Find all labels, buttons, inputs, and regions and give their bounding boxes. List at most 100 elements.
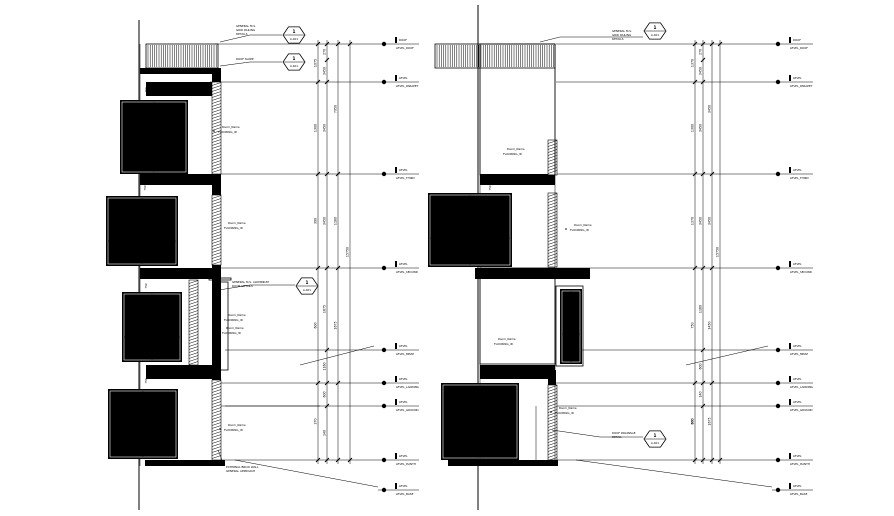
hatch-line — [547, 397, 558, 401]
hatch-line — [547, 394, 558, 398]
hatch-line — [211, 133, 222, 137]
callout-text: GRID RAILING — [236, 28, 255, 32]
hatch-line — [547, 259, 558, 263]
level-marker-name: LEVEL — [399, 76, 408, 80]
callout-leader — [539, 36, 561, 43]
dimension-label: 750 — [691, 322, 695, 328]
callout-leader — [219, 61, 251, 67]
openings — [106, 100, 188, 459]
dimension-label: 1370 — [691, 217, 695, 225]
hatch-line — [188, 313, 199, 317]
wall-section — [448, 460, 558, 466]
hatch-line — [547, 436, 558, 440]
hatch-line — [188, 349, 199, 353]
hatch-line — [211, 255, 222, 259]
level-marker-name: LEVEL — [793, 76, 802, 80]
dimension-tick — [692, 171, 698, 177]
level-marker-icon — [775, 79, 781, 85]
dimension-label: 3450 — [323, 217, 327, 225]
hatch-line — [211, 82, 222, 86]
level-marker-ref: LEVEL_THIRD — [396, 176, 415, 180]
level-marker-icon — [775, 347, 781, 353]
dimension-tick — [335, 380, 341, 386]
hatch-line — [188, 295, 199, 299]
window-mark: 750 — [144, 87, 148, 93]
hatch-line — [211, 243, 222, 247]
callout-number: 1 — [293, 56, 296, 61]
hatch-line — [188, 310, 199, 314]
hatch-line — [547, 193, 558, 197]
window-mark: 750 — [488, 185, 492, 191]
level-marker-icon — [775, 41, 781, 47]
hatched-wall — [211, 379, 222, 461]
hatch-line — [547, 454, 558, 458]
window-mark: 750 — [144, 378, 148, 384]
window-marks: 750 — [488, 185, 492, 191]
hatch-line — [211, 142, 222, 146]
dimension-label: 1160 — [323, 362, 327, 370]
dimension-tick — [717, 457, 723, 463]
hatch-line — [211, 94, 222, 98]
hatch-line — [547, 196, 558, 200]
callout-leader — [219, 34, 251, 43]
room-name: Room_Name — [574, 223, 592, 227]
hatch-line — [211, 410, 222, 414]
hatch-line — [211, 91, 222, 95]
hatch-line — [547, 421, 558, 425]
hatch-line — [547, 406, 558, 410]
dimension-tick — [700, 265, 706, 271]
dimension-label: 600 — [314, 322, 318, 328]
hatch-line — [211, 124, 222, 128]
hatch-line — [211, 392, 222, 396]
callout-text: DOOR DETAILS — [232, 284, 253, 288]
callout-leader — [218, 284, 251, 291]
level-marker-icon — [775, 403, 781, 409]
hatch-line — [211, 157, 222, 161]
room-flooring-code: FLOORING_ID — [503, 152, 522, 156]
hatch-line — [211, 118, 222, 122]
dimension-tick — [692, 457, 698, 463]
hatch-line — [211, 100, 222, 104]
level-marker-name: LEVEL — [399, 400, 408, 404]
hatch-line — [211, 380, 222, 384]
hatch-line — [547, 232, 558, 236]
room-flooring-code: FLOORING_ID — [222, 331, 241, 335]
wall-section — [145, 460, 225, 466]
hatch-line — [211, 207, 222, 211]
room-name: Room_Name — [498, 337, 516, 341]
hatch-line — [211, 103, 222, 107]
hatch-line — [211, 407, 222, 411]
window — [122, 292, 182, 362]
hatch-line — [211, 121, 222, 125]
dimension-label: 1675 — [708, 417, 712, 425]
callouts: GENERAL M.S.GRID RAILINGDETAILS1A-401ROO… — [539, 22, 667, 448]
dimension-tick — [700, 380, 706, 386]
hatch-line — [188, 319, 199, 323]
dimension-label: 3450 — [708, 321, 712, 329]
dimension-label: 3450 — [323, 124, 327, 132]
room-flooring-code: FLOORING_ID — [224, 226, 243, 230]
hatch-line — [211, 222, 222, 226]
hatch-line — [211, 169, 222, 173]
hatch-line — [547, 409, 558, 413]
wall-section — [146, 82, 218, 96]
hatch-line — [188, 340, 199, 344]
hatch-line — [188, 298, 199, 302]
level-marker-ref: LEVEL_MEZZ — [790, 352, 808, 356]
hatched-wall — [211, 194, 222, 266]
hatch-line — [547, 220, 558, 224]
hatch-line — [547, 391, 558, 395]
dimension-tick — [335, 457, 341, 463]
dimension-label: 390 — [314, 218, 318, 224]
room-flooring-code: FLOORING_ID — [555, 411, 574, 415]
structure — [139, 44, 320, 466]
